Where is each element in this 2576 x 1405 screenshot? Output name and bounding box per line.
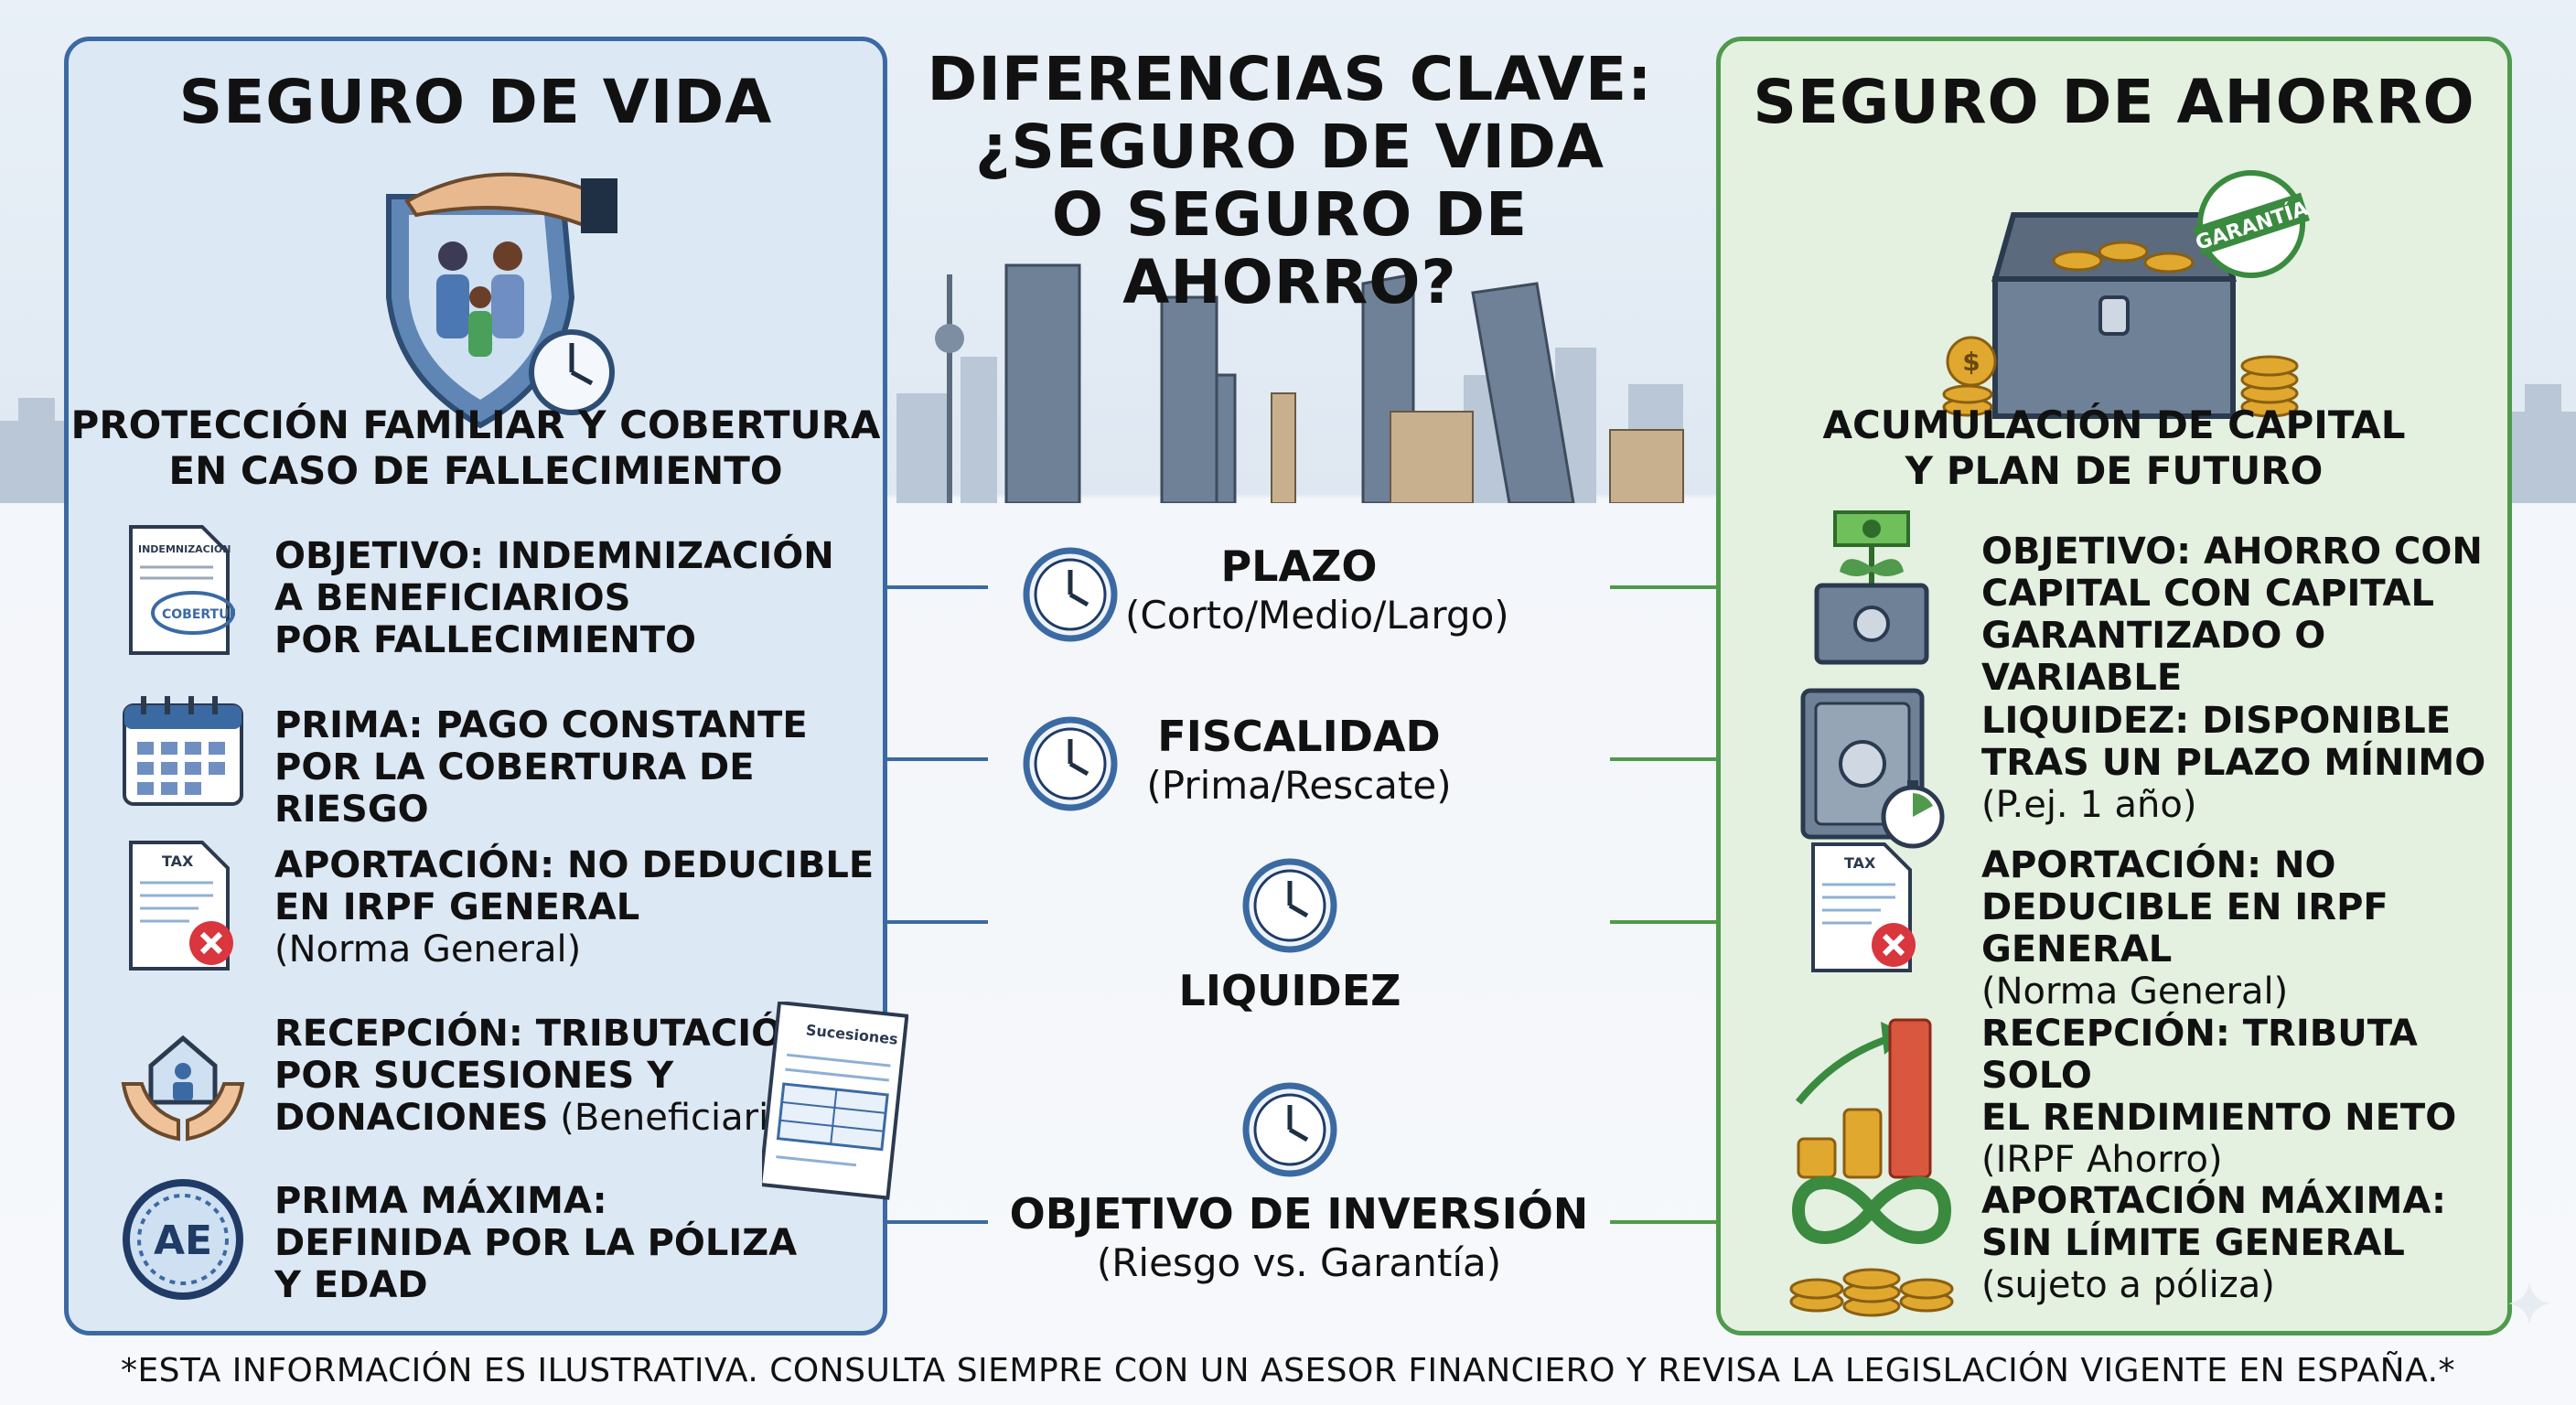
row-plazo: PLAZO (Corto/Medio/Largo) [1125, 542, 1509, 638]
connector-fiscalidad-right [1610, 757, 1716, 761]
right-item-liquidez: LIQUIDEZ: DISPONIBLE TRAS UN PLAZO MÍNIM… [1981, 700, 2486, 826]
connector-plazo-left [887, 585, 988, 589]
indemnizacion-document-icon: INDEMNIZACIÓN COBERTURA [129, 525, 235, 655]
hands-house-icon [121, 1035, 245, 1142]
connector-objetivo-left [887, 1220, 988, 1224]
clock-icon [1023, 716, 1118, 811]
left-item-aportacion: APORTACIÓN: NO DEDUCIBLE EN IRPF GENERAL… [274, 844, 875, 971]
infinity-coins-icon [1789, 1176, 1954, 1317]
clock-icon [1242, 858, 1337, 953]
coin-growth-icon [1795, 1018, 1932, 1179]
left-item-objetivo: OBJETIVO: INDEMNIZACIÓN A BENEFICIARIOS … [274, 535, 834, 661]
tax-document-icon: TAX [1811, 842, 1916, 972]
money-plant-safe-icon [1814, 510, 1929, 665]
seguro-ahorro-panel: SEGURO DE AHORRO $ GARANTÍA ACUMULACIÓN … [1716, 37, 2512, 1335]
right-item-aportacion-maxima: APORTACIÓN MÁXIMA: SIN LÍMITE GENERAL (s… [1981, 1180, 2447, 1306]
family-shield-icon [386, 172, 617, 429]
row-fiscalidad: FISCALIDAD (Prima/Rescate) [1146, 712, 1452, 808]
vault-stopwatch-icon [1800, 688, 1945, 849]
left-item-prima: PRIMA: PAGO CONSTANTE POR LA COBERTURA D… [274, 704, 808, 831]
right-panel-title: SEGURO DE AHORRO [1753, 67, 2475, 137]
right-item-objetivo: OBJETIVO: AHORRO CON CAPITAL CON CAPITAL… [1981, 531, 2483, 699]
disclaimer-footer: *ESTA INFORMACIÓN ES ILUSTRATIVA. CONSUL… [120, 1352, 2456, 1389]
right-panel-subtitle: ACUMULACIÓN DE CAPITAL Y PLAN DE FUTURO [1822, 402, 2406, 493]
sparkle-icon [2508, 1282, 2550, 1325]
ae-badge-icon: AE [123, 1179, 243, 1300]
seguro-vida-panel: SEGURO DE VIDA PROTECCIÓN FAMILIAR Y COB… [64, 37, 908, 1335]
left-panel-subtitle: PROTECCIÓN FAMILIAR Y COBERTURA EN CASO … [70, 402, 881, 493]
left-panel-title: SEGURO DE VIDA [178, 67, 773, 137]
center-title: DIFERENCIAS CLAVE: ¿SEGURO DE VIDA O SEG… [927, 44, 1653, 317]
tax-label: TAX [1844, 854, 1876, 872]
clock-icon [1023, 547, 1118, 642]
tax-label: TAX [162, 853, 194, 870]
connector-fiscalidad-left [887, 757, 988, 761]
cobertura-stamp-text: COBERTURA [162, 607, 235, 622]
connector-objetivo-right [1610, 1220, 1716, 1224]
row-objetivo-inversion: OBJETIVO DE INVERSIÓN (Riesgo vs. Garant… [1009, 1189, 1589, 1285]
doc-header-text: INDEMNIZACIÓN [138, 543, 231, 555]
connector-liquidez-left [887, 920, 988, 924]
left-item-recepcion: RECEPCIÓN: TRIBUTACIÓN POR SUCESIONES Y … [274, 1013, 813, 1139]
dollar-coin-text: $ [1962, 347, 1980, 377]
row-liquidez: LIQUIDEZ [1178, 966, 1401, 1015]
calendar-icon [123, 696, 243, 806]
right-item-recepcion: RECEPCIÓN: TRIBUTA SOLO EL RENDIMIENTO N… [1981, 1013, 2457, 1181]
city-skyline [0, 263, 2576, 503]
right-item-aportacion: APORTACIÓN: NO DEDUCIBLE EN IRPF GENERAL… [1981, 844, 2388, 1013]
connector-liquidez-right [1610, 920, 1716, 924]
clock-icon [1242, 1082, 1337, 1177]
tax-document-icon: TAX [129, 841, 233, 971]
sucesiones-form-icon: Sucesiones [762, 1002, 908, 1200]
connector-plazo-right [1610, 585, 1716, 589]
left-item-prima-maxima: PRIMA MÁXIMA: DEFINIDA POR LA PÓLIZA Y E… [274, 1180, 798, 1306]
treasure-chest-icon: $ GARANTÍA [1942, 169, 2311, 419]
ae-badge-text: AE [154, 1217, 212, 1264]
